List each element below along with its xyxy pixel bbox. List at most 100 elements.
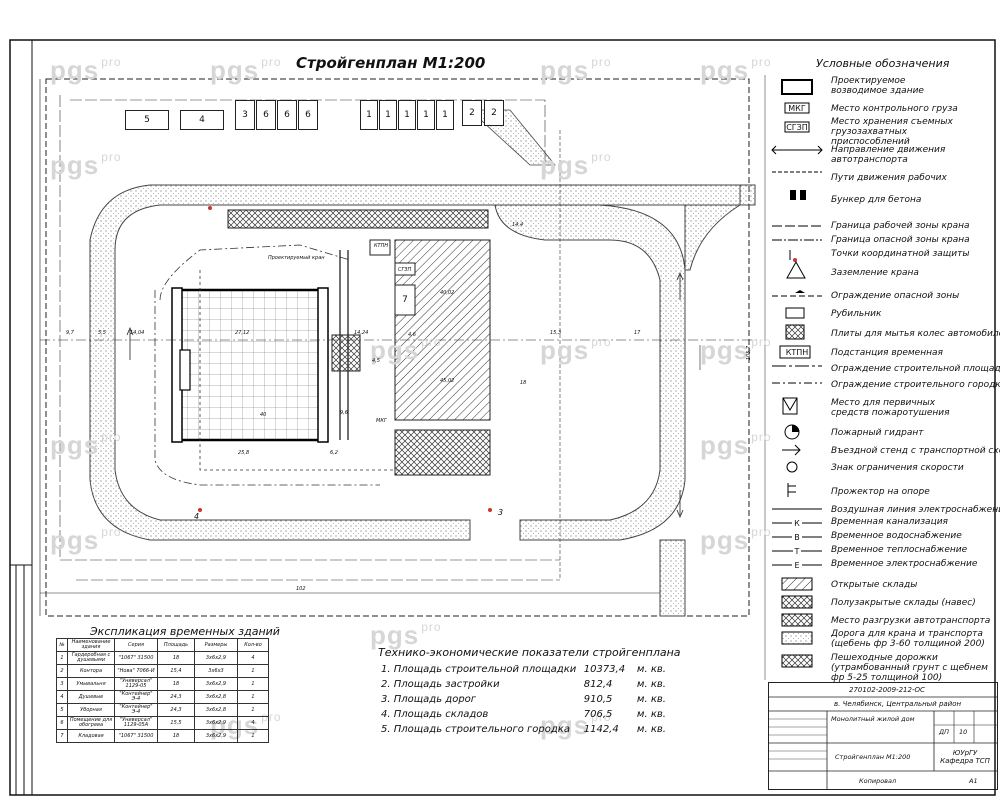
dim-label: 14,4	[512, 222, 524, 228]
dim-label: 17	[634, 330, 641, 336]
legend-item: Точки координатной защиты	[831, 249, 970, 259]
temp-building: 5	[125, 110, 169, 130]
dim-label: 14,24	[354, 330, 369, 336]
explication-table: № Наименование здания Серия Площадь Разм…	[56, 638, 269, 743]
dim-label: 40,02	[440, 290, 455, 296]
stamp-stage: ДП	[939, 728, 949, 736]
legend-item: Проектируемое возводимое здание	[831, 76, 924, 96]
legend-item: Плиты для мытья колес автомобилей	[831, 329, 1000, 339]
stamp-sheet-name: Стройгенплан М1:200	[835, 753, 911, 761]
legend-item: Знак ограничения скорости	[831, 463, 964, 473]
temp-building: 1	[360, 100, 378, 130]
stamp-object: Монолитный жилой дом	[831, 715, 915, 723]
legend-item: Въездной стенд с транспортной схемой	[831, 446, 1000, 456]
legend-symbol: К	[792, 518, 802, 528]
legend-symbol: КТПН	[785, 347, 809, 357]
temp-building: 1	[398, 100, 416, 130]
dim-label: 9,6	[340, 410, 348, 416]
dim-label: 9,7	[66, 330, 74, 336]
legend-item: Временная канализация	[831, 517, 948, 527]
dim-label: 40	[260, 412, 267, 418]
stamp-code: 270102-2009-212-ОС	[849, 686, 925, 694]
temp-building: 3	[235, 100, 255, 130]
legend-item: Прожектор на опоре	[831, 487, 930, 497]
legend-item: Временное электроснабжение	[831, 559, 978, 569]
legend-item: Пожарный гидрант	[831, 428, 924, 438]
legend-item: Ограждение строительной площадки	[831, 364, 1000, 374]
dim-label: 27,12	[235, 330, 250, 336]
legend-item: Ограждение строительного городка	[831, 380, 1000, 390]
point-label: 4	[194, 512, 200, 521]
dim-label: 5,5	[98, 330, 106, 336]
legend-item: Подстанция временная	[831, 348, 943, 358]
szp-label: СГЗП	[398, 267, 412, 273]
dim-label: 4,6	[408, 332, 416, 338]
ktpn-label: КТПН	[374, 243, 389, 249]
temp-building: 1	[379, 100, 397, 130]
temp-building: 6	[256, 100, 276, 130]
stamp-format: Копировал	[859, 777, 897, 785]
table-header-row: № Наименование здания Серия Площадь Разм…	[56, 638, 269, 652]
mkg-label: МКГ	[376, 418, 387, 424]
crane-note: Проектируемый кран	[268, 255, 325, 261]
legend-item: Временное теплоснабжение	[831, 545, 968, 555]
temp-building: 2	[462, 100, 482, 126]
temp-building: 1	[436, 100, 454, 130]
legend-symbol: Е	[792, 560, 802, 570]
dim-label: 4,5	[372, 358, 380, 364]
legend-item: Открытые склады	[831, 580, 918, 590]
legend-item: Пути движения рабочих	[831, 173, 947, 183]
legend-item: Место хранения съемных грузозахватных пр…	[831, 117, 953, 147]
legend-symbol: СГЗП	[786, 122, 808, 132]
dim-label: 6,2	[330, 450, 338, 456]
legend-item: Граница опасной зоны крана	[831, 235, 970, 245]
stamp-city: в. Челябинск, Центральный район	[834, 700, 962, 708]
dim-label: 45,02	[440, 378, 455, 384]
legend-item: Пешеходные дорожки (утрамбованный грунт …	[831, 653, 988, 683]
dim-label: 105,7	[746, 345, 753, 361]
legend-symbol: В	[792, 532, 802, 542]
legend-item: Бункер для бетона	[831, 195, 922, 205]
temp-building: 6	[277, 100, 297, 130]
legend-item: Граница рабочей зоны крана	[831, 221, 970, 231]
stamp-sheet-no: 10	[959, 728, 968, 736]
legend-item: Дорога для крана и транспорта (щебень фр…	[831, 629, 985, 649]
point-label: 3	[498, 508, 504, 517]
legend-item: Рубильник	[831, 309, 882, 319]
legend-item: Полузакрытые склады (навес)	[831, 598, 976, 608]
legend-item: Место разгрузки автотранспорта	[831, 616, 991, 626]
legend-item: Воздушная линия электроснабжения	[831, 505, 1000, 515]
legend-item: Временное водоснабжение	[831, 531, 962, 541]
legend-item: Место контрольного груза	[831, 104, 958, 114]
temp-building: 2	[484, 100, 504, 126]
legend-symbol: МКГ	[788, 103, 806, 113]
legend-symbol: Т	[792, 546, 802, 556]
dim-label: 14,04	[130, 330, 145, 336]
temp-building: 1	[417, 100, 435, 130]
temp-building: 6	[298, 100, 318, 130]
legend-title: Условные обозначения	[816, 57, 950, 70]
stamp-org: ЮУрГУ Кафедра ТСП	[940, 749, 990, 765]
dim-label: 18	[520, 380, 527, 386]
temp-building: 4	[180, 110, 224, 130]
title-block: 270102-2009-212-ОС в. Челябинск, Централ…	[768, 682, 998, 790]
legend-item: Направление движения автотранспорта	[831, 145, 946, 165]
explication-title: Экспликация временных зданий	[90, 625, 280, 638]
legend-item: Заземление крана	[831, 268, 919, 278]
temp-building: 7	[402, 295, 408, 305]
dim-label: 102	[296, 586, 306, 592]
